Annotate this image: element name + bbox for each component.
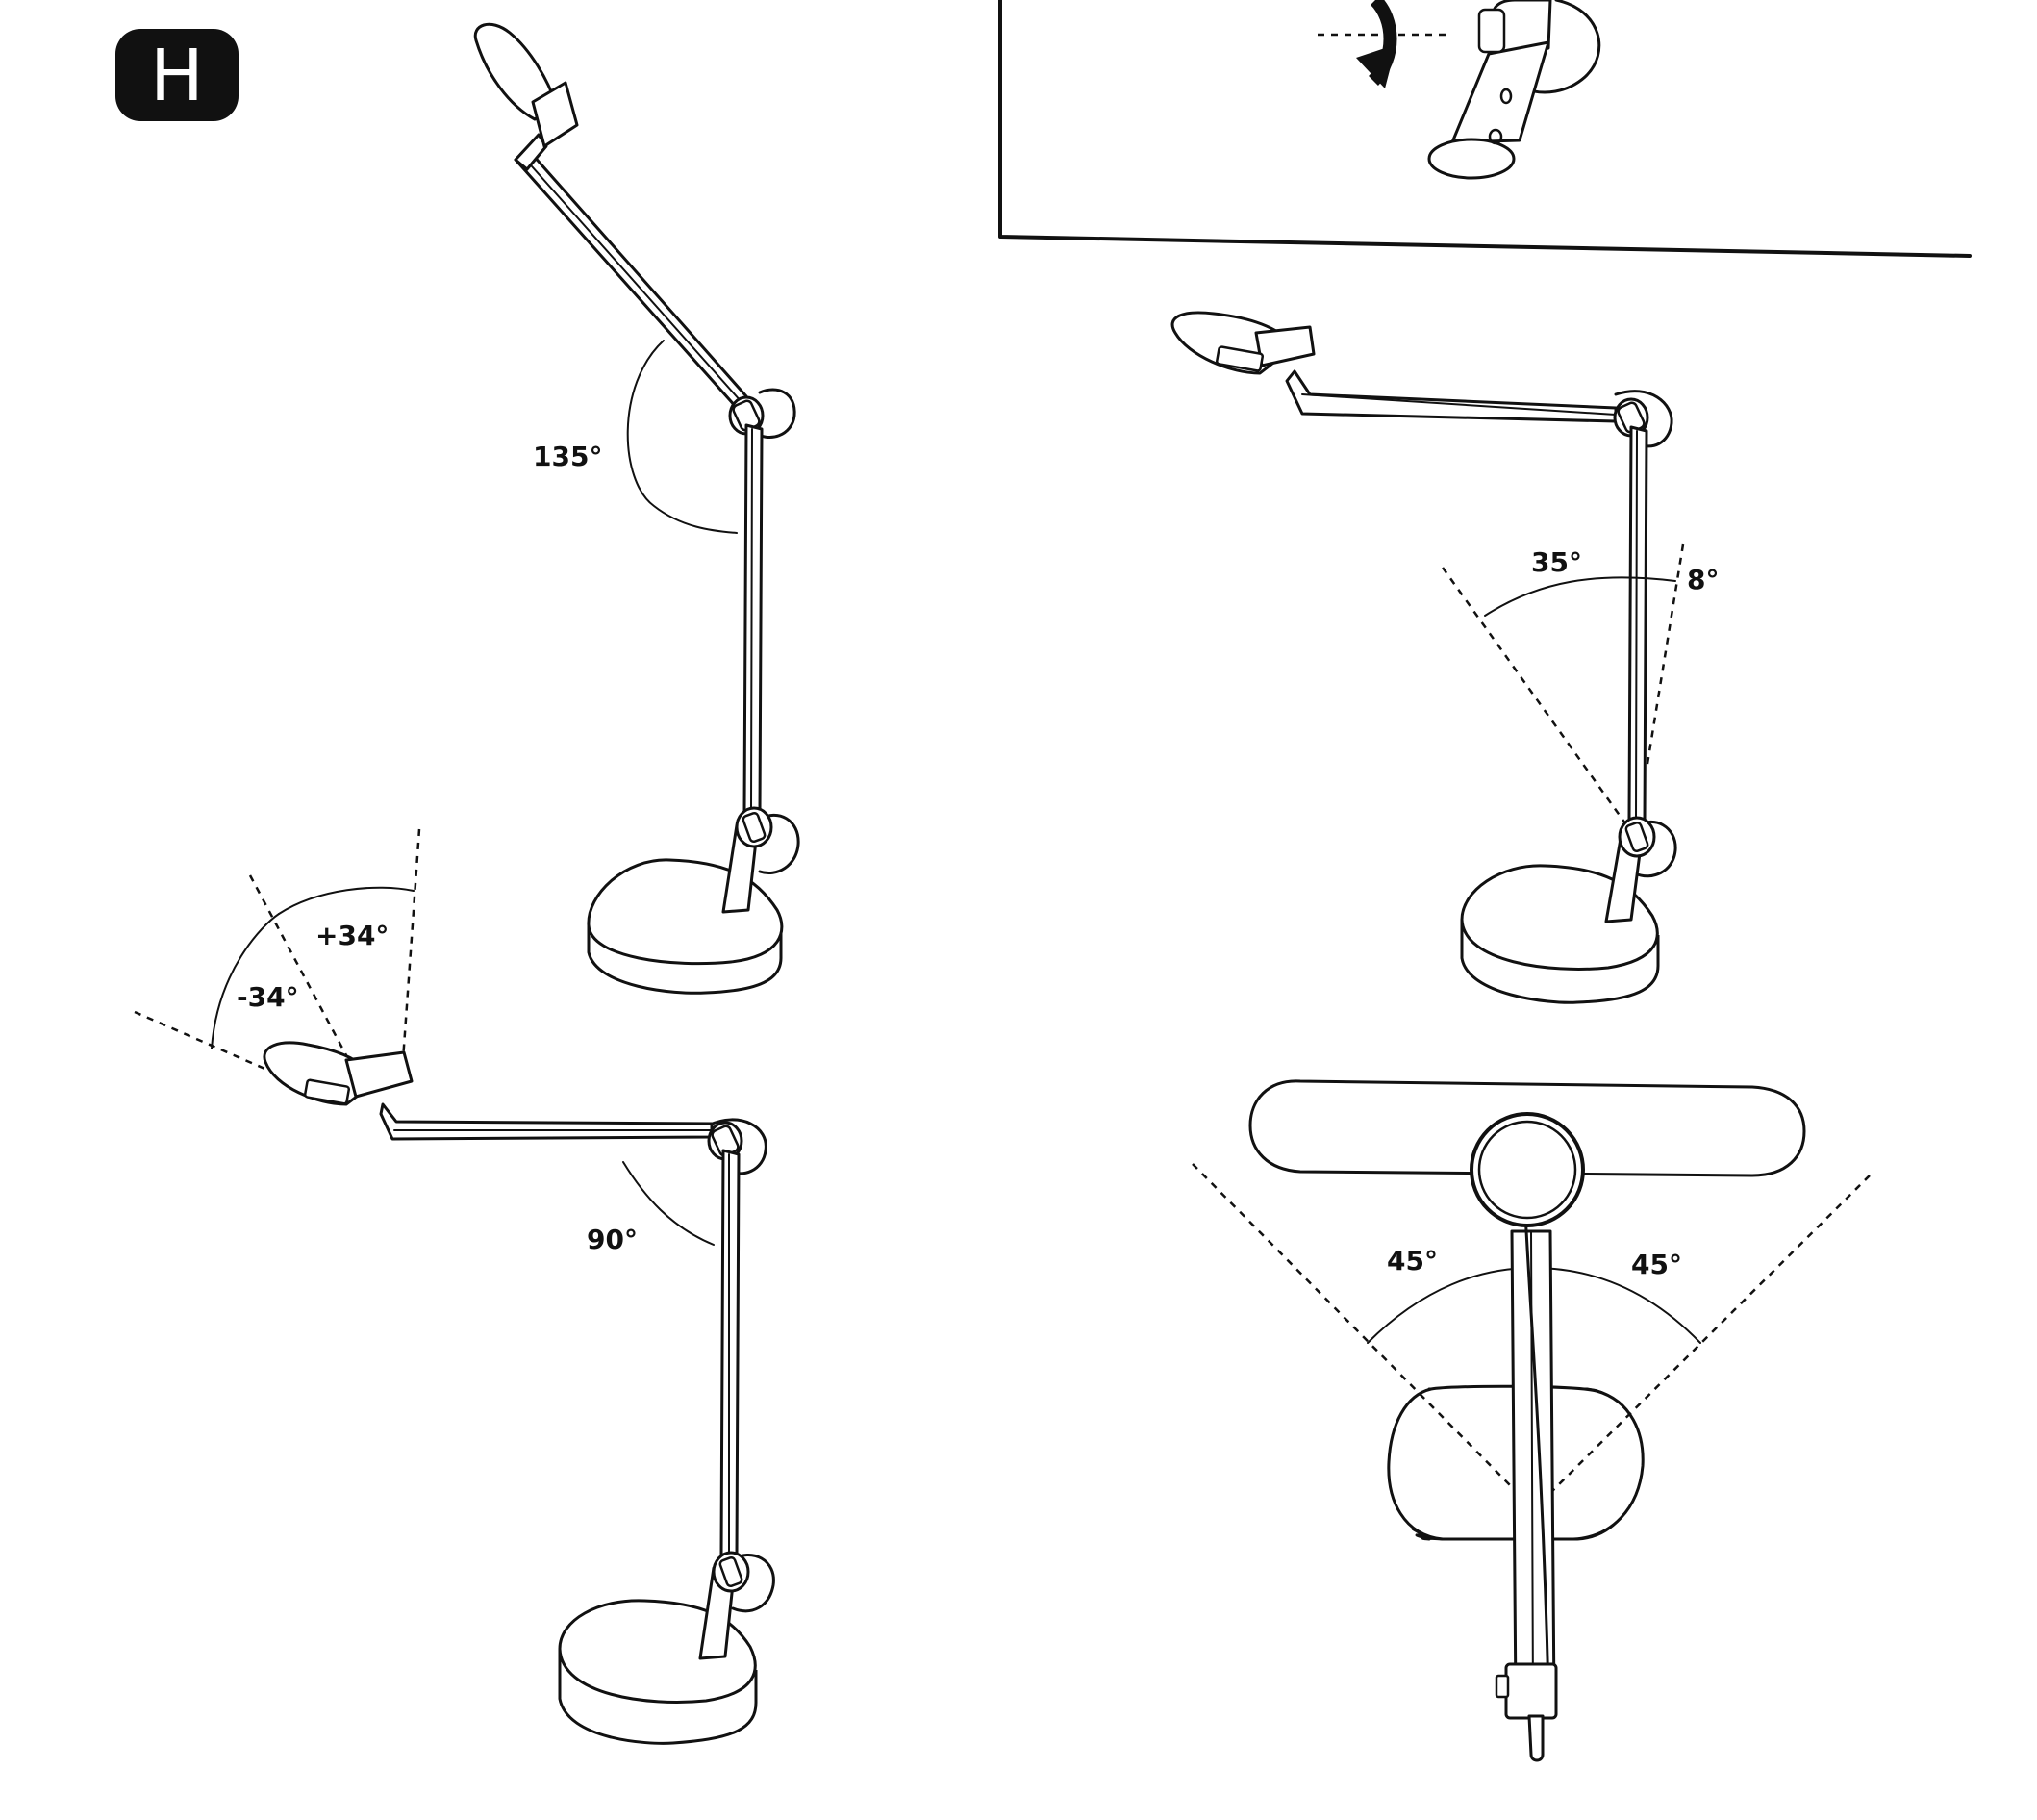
lamp-top-view-45-degrees: 45° 45° <box>1192 1079 1871 1762</box>
angle-label-90: 90° <box>587 1224 638 1255</box>
angle-label-8: 8° <box>1687 564 1719 595</box>
angle-label-45-right: 45° <box>1631 1249 1682 1280</box>
angle-label-45-left: 45° <box>1387 1245 1438 1277</box>
lamp-35-8-degrees: 35° 8° <box>1170 311 1719 1004</box>
angle-label-135: 135° <box>533 441 602 472</box>
joint-closeup <box>1427 0 1601 180</box>
angle-label-35: 35° <box>1531 546 1582 578</box>
step-badge-letter: H <box>150 35 204 117</box>
lamp-34-90-degrees: +34° -34° 90° <box>134 828 775 1745</box>
lamp-135-degrees: 135° <box>473 22 800 995</box>
rotation-arrow-icon <box>1356 0 1397 88</box>
step-badge: H <box>115 29 239 121</box>
angle-label-minus-34: -34° <box>237 981 299 1013</box>
rotation-inset <box>998 0 1972 258</box>
angle-label-plus-34: +34° <box>315 920 389 951</box>
